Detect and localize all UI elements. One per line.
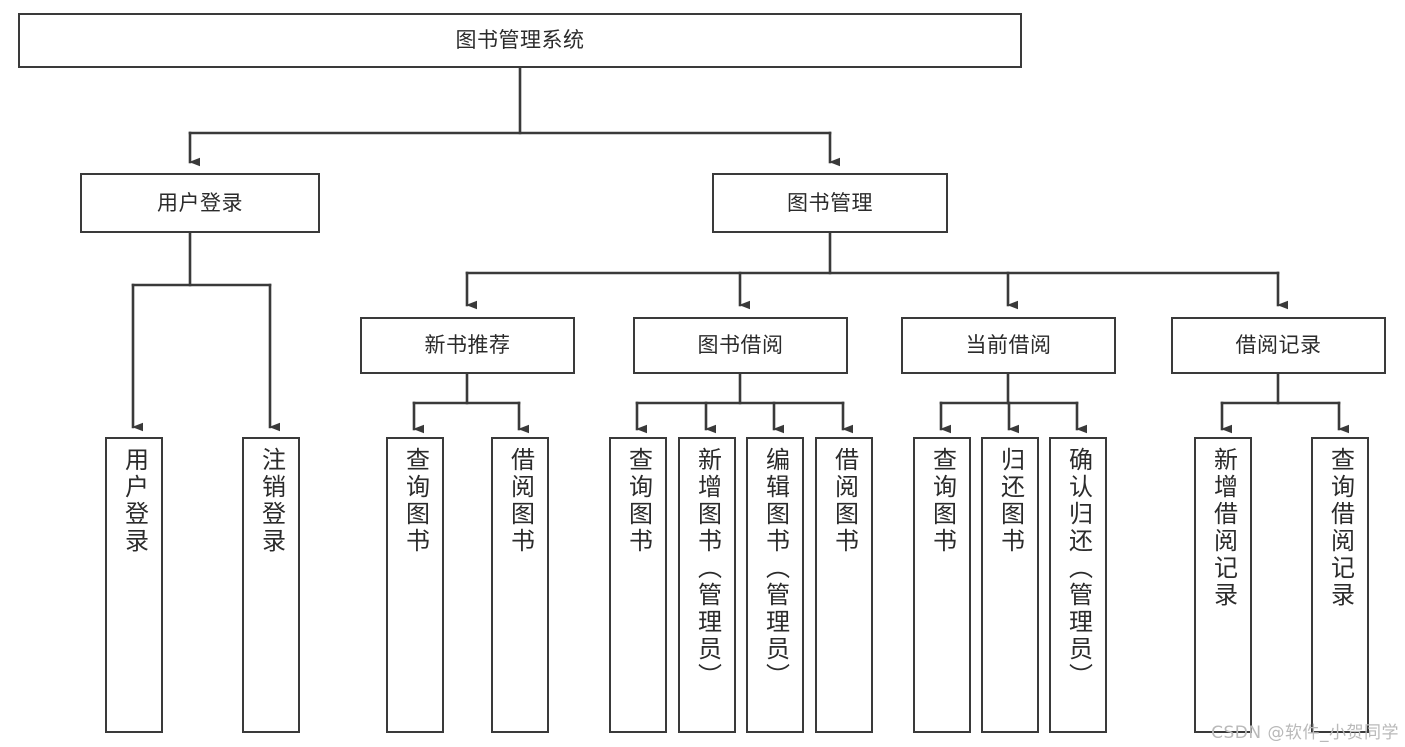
node-leaf-borrow-book-1[interactable]: 借阅图书 — [491, 437, 549, 733]
node-new-book-recommend-label: 新书推荐 — [424, 333, 511, 358]
node-leaf-add-record[interactable]: 新增借阅记录 — [1194, 437, 1252, 733]
node-leaf-user-login[interactable]: 用户登录 — [105, 437, 163, 733]
node-leaf-query-book-2[interactable]: 查询图书 — [609, 437, 667, 733]
node-leaf-query-record[interactable]: 查询借阅记录 — [1311, 437, 1369, 733]
node-leaf-edit-book-label: 编辑图书（管理员） — [761, 447, 790, 690]
node-leaf-query-book-2-label: 查询图书 — [624, 447, 653, 555]
node-leaf-borrow-book-2-label: 借阅图书 — [830, 447, 859, 555]
node-leaf-return-book[interactable]: 归还图书 — [981, 437, 1039, 733]
node-book-borrow-label: 图书借阅 — [697, 333, 784, 358]
node-leaf-user-login-label: 用户登录 — [120, 447, 149, 555]
node-leaf-confirm-return-label: 确认归还（管理员） — [1064, 447, 1093, 690]
node-borrow-record[interactable]: 借阅记录 — [1171, 317, 1386, 374]
node-current-borrow[interactable]: 当前借阅 — [901, 317, 1116, 374]
node-leaf-query-book-3-label: 查询图书 — [928, 447, 957, 555]
node-borrow-record-label: 借阅记录 — [1235, 333, 1322, 358]
node-leaf-query-record-label: 查询借阅记录 — [1326, 447, 1355, 609]
node-leaf-logout-login-label: 注销登录 — [257, 447, 286, 555]
watermark: CSDN @软件_小贺同学 — [1211, 723, 1399, 743]
node-new-book-recommend[interactable]: 新书推荐 — [360, 317, 575, 374]
node-leaf-edit-book[interactable]: 编辑图书（管理员） — [746, 437, 804, 733]
node-leaf-borrow-book-1-label: 借阅图书 — [506, 447, 535, 555]
node-book-management[interactable]: 图书管理 — [712, 173, 948, 233]
node-leaf-query-book-3[interactable]: 查询图书 — [913, 437, 971, 733]
node-leaf-add-book-label: 新增图书（管理员） — [693, 447, 722, 690]
node-current-borrow-label: 当前借阅 — [965, 333, 1052, 358]
node-book-management-label: 图书管理 — [787, 190, 873, 215]
node-leaf-add-book[interactable]: 新增图书（管理员） — [678, 437, 736, 733]
node-book-borrow[interactable]: 图书借阅 — [633, 317, 848, 374]
node-leaf-query-book-1[interactable]: 查询图书 — [386, 437, 444, 733]
node-leaf-logout-login[interactable]: 注销登录 — [242, 437, 300, 733]
node-root-label: 图书管理系统 — [455, 28, 585, 53]
node-user-login-label: 用户登录 — [157, 190, 243, 215]
node-leaf-return-book-label: 归还图书 — [996, 447, 1025, 555]
node-root[interactable]: 图书管理系统 — [18, 13, 1022, 68]
node-user-login[interactable]: 用户登录 — [80, 173, 320, 233]
node-leaf-add-record-label: 新增借阅记录 — [1209, 447, 1238, 609]
node-leaf-query-book-1-label: 查询图书 — [401, 447, 430, 555]
node-leaf-confirm-return[interactable]: 确认归还（管理员） — [1049, 437, 1107, 733]
node-leaf-borrow-book-2[interactable]: 借阅图书 — [815, 437, 873, 733]
